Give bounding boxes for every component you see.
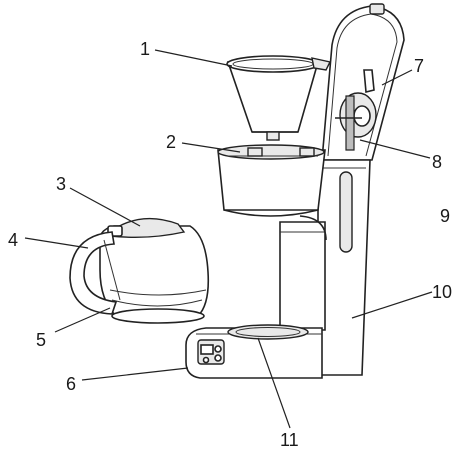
- support-column: [279, 215, 327, 331]
- label-7: 7: [414, 56, 424, 76]
- glass-jug: [98, 225, 210, 324]
- label-6: 6: [66, 374, 76, 394]
- label-9: 9: [440, 206, 450, 226]
- label-11: 11: [280, 430, 299, 450]
- label-10: 10: [432, 282, 452, 302]
- label-2: 2: [166, 132, 176, 152]
- callout-labels: 1 2 3 4 5 6 7 8 9 10 11: [8, 39, 452, 450]
- jug-lid: [107, 217, 186, 239]
- label-1: 1: [140, 39, 150, 59]
- jug-handle: [69, 231, 121, 315]
- label-3: 3: [56, 174, 66, 194]
- label-4: 4: [8, 230, 18, 250]
- leader-lines: [24, 49, 433, 429]
- warming-plate: [227, 324, 309, 340]
- label-5: 5: [36, 330, 46, 350]
- label-8: 8: [432, 152, 442, 172]
- lid: [321, 3, 405, 161]
- water-reservoir: [317, 159, 371, 376]
- filter-basket: [226, 55, 332, 141]
- filter-holder: [217, 144, 326, 217]
